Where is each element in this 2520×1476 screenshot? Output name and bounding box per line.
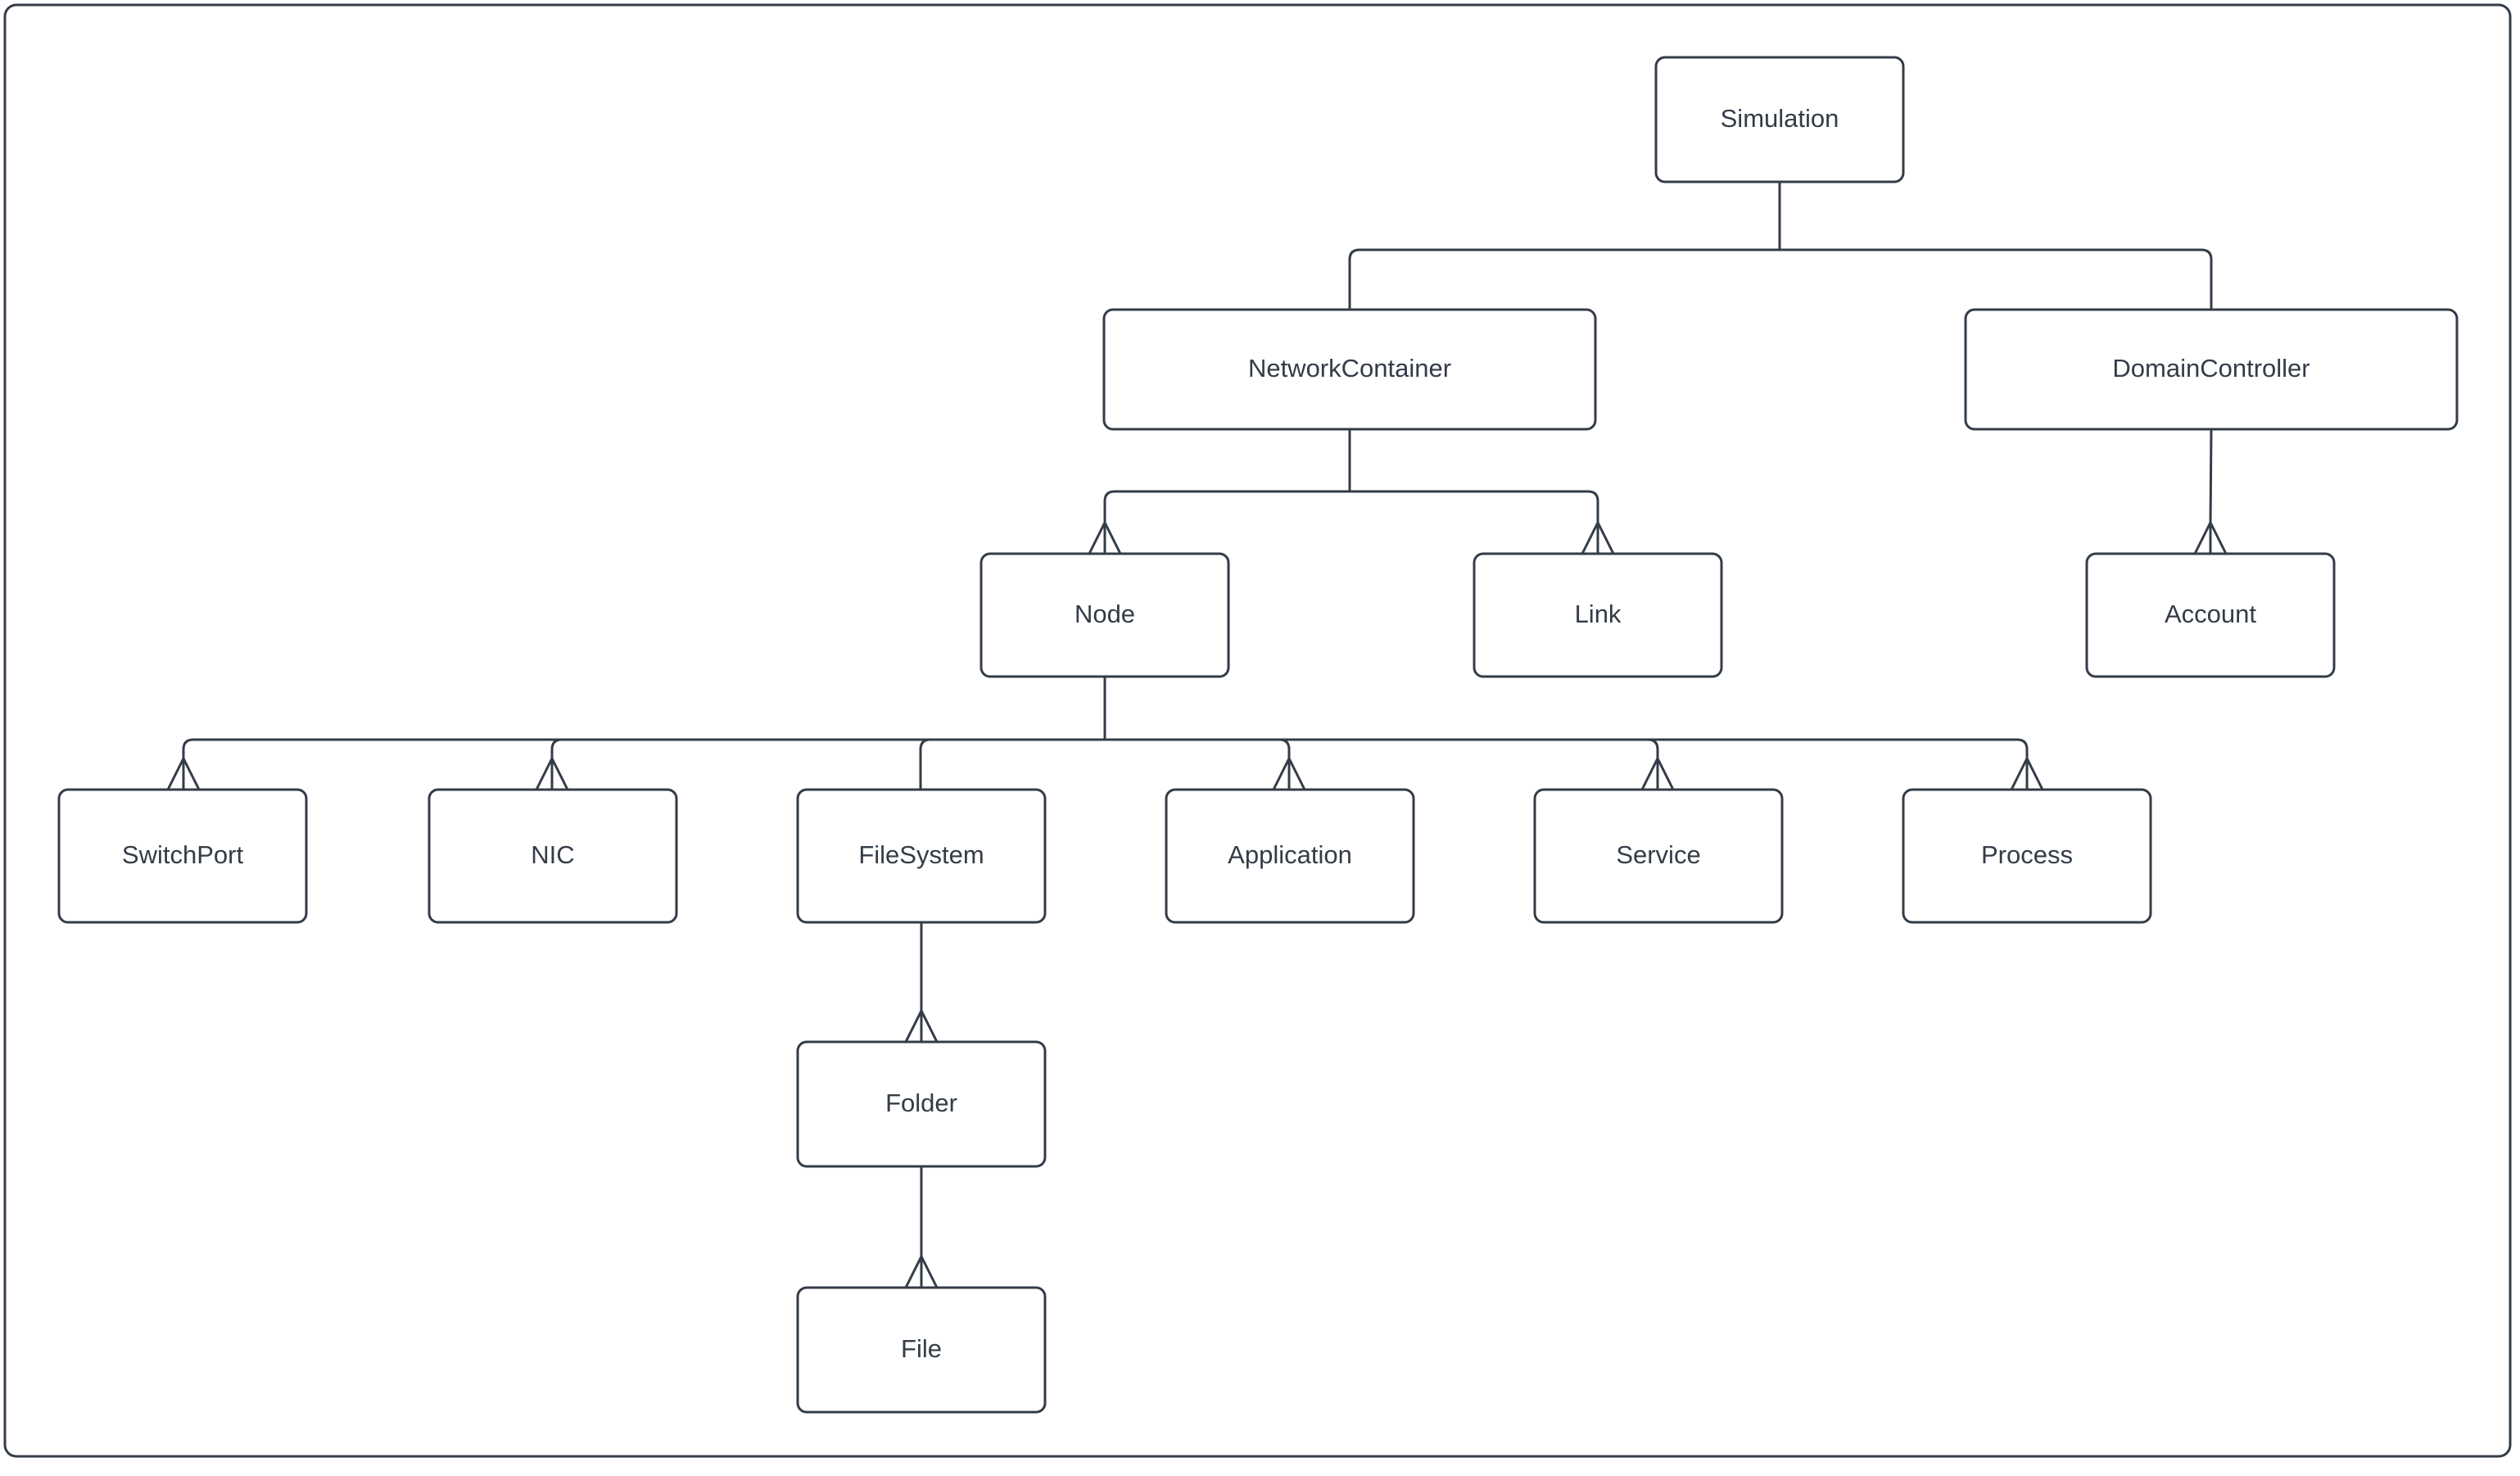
class-box[interactable] xyxy=(1902,788,2152,924)
edge-network-container-to-node xyxy=(1103,490,1350,523)
class-name-label: NIC xyxy=(531,840,574,869)
edge-network-container-to-link xyxy=(1350,490,1599,523)
class-name-label: Account xyxy=(2165,600,2256,628)
class-box[interactable] xyxy=(1654,56,1905,183)
class-box[interactable] xyxy=(796,1286,1047,1414)
edge-domain-controller-to-account xyxy=(2209,428,2213,523)
class-node-switchport[interactable]: SwitchPort xyxy=(57,788,308,924)
class-box[interactable] xyxy=(1964,308,2459,431)
class-box[interactable] xyxy=(428,788,678,924)
edge-node-to-service xyxy=(1105,738,1659,758)
diagram-frame xyxy=(3,3,2512,1458)
class-name-label: Node xyxy=(1075,600,1135,628)
class-node-nic[interactable]: NIC xyxy=(428,788,678,924)
class-node-link[interactable]: Link xyxy=(1473,552,1723,678)
class-node-file[interactable]: File xyxy=(796,1286,1047,1414)
class-name-label: Application xyxy=(1228,840,1352,869)
class-node-domain-controller[interactable]: DomainController xyxy=(1964,308,2459,431)
class-name-label: SwitchPort xyxy=(122,840,244,869)
edge-node-to-filesystem xyxy=(919,738,1105,790)
class-node-service[interactable]: Service xyxy=(1533,788,1784,924)
edge-simulation-to-domain-controller xyxy=(1780,248,2213,310)
class-name-label: FileSystem xyxy=(858,840,984,869)
class-box[interactable] xyxy=(796,788,1047,924)
class-box[interactable] xyxy=(2085,552,2336,678)
class-box[interactable] xyxy=(1102,308,1597,431)
class-name-label: Link xyxy=(1575,600,1622,628)
class-node-simulation[interactable]: Simulation xyxy=(1654,56,1905,183)
class-box[interactable] xyxy=(796,1040,1047,1168)
class-node-network-container[interactable]: NetworkContainer xyxy=(1102,308,1597,431)
class-node-account[interactable]: Account xyxy=(2085,552,2336,678)
class-box[interactable] xyxy=(1533,788,1784,924)
class-name-label: File xyxy=(901,1334,942,1363)
class-box[interactable] xyxy=(1473,552,1723,678)
class-box[interactable] xyxy=(1165,788,1415,924)
class-name-label: Process xyxy=(1981,840,2073,869)
class-node-filesystem[interactable]: FileSystem xyxy=(796,788,1047,924)
class-node-application[interactable]: Application xyxy=(1165,788,1415,924)
edge-node-to-switchport xyxy=(182,738,1105,758)
class-node-folder[interactable]: Folder xyxy=(796,1040,1047,1168)
edge-node-to-application xyxy=(1105,738,1291,758)
class-name-label: DomainController xyxy=(2112,354,2310,383)
class-name-label: Service xyxy=(1616,840,1700,869)
class-name-label: Simulation xyxy=(1721,104,1839,133)
class-box[interactable] xyxy=(979,552,1230,678)
class-node-process[interactable]: Process xyxy=(1902,788,2152,924)
class-node-node[interactable]: Node xyxy=(979,552,1230,678)
class-name-label: Folder xyxy=(885,1089,957,1117)
class-box[interactable] xyxy=(57,788,308,924)
class-name-label: NetworkContainer xyxy=(1248,354,1451,383)
edge-layer xyxy=(166,182,2228,1288)
edge-node-to-process xyxy=(1105,738,2029,758)
edge-simulation-to-network-container xyxy=(1348,248,1780,310)
edge-node-to-nic xyxy=(550,738,1105,758)
